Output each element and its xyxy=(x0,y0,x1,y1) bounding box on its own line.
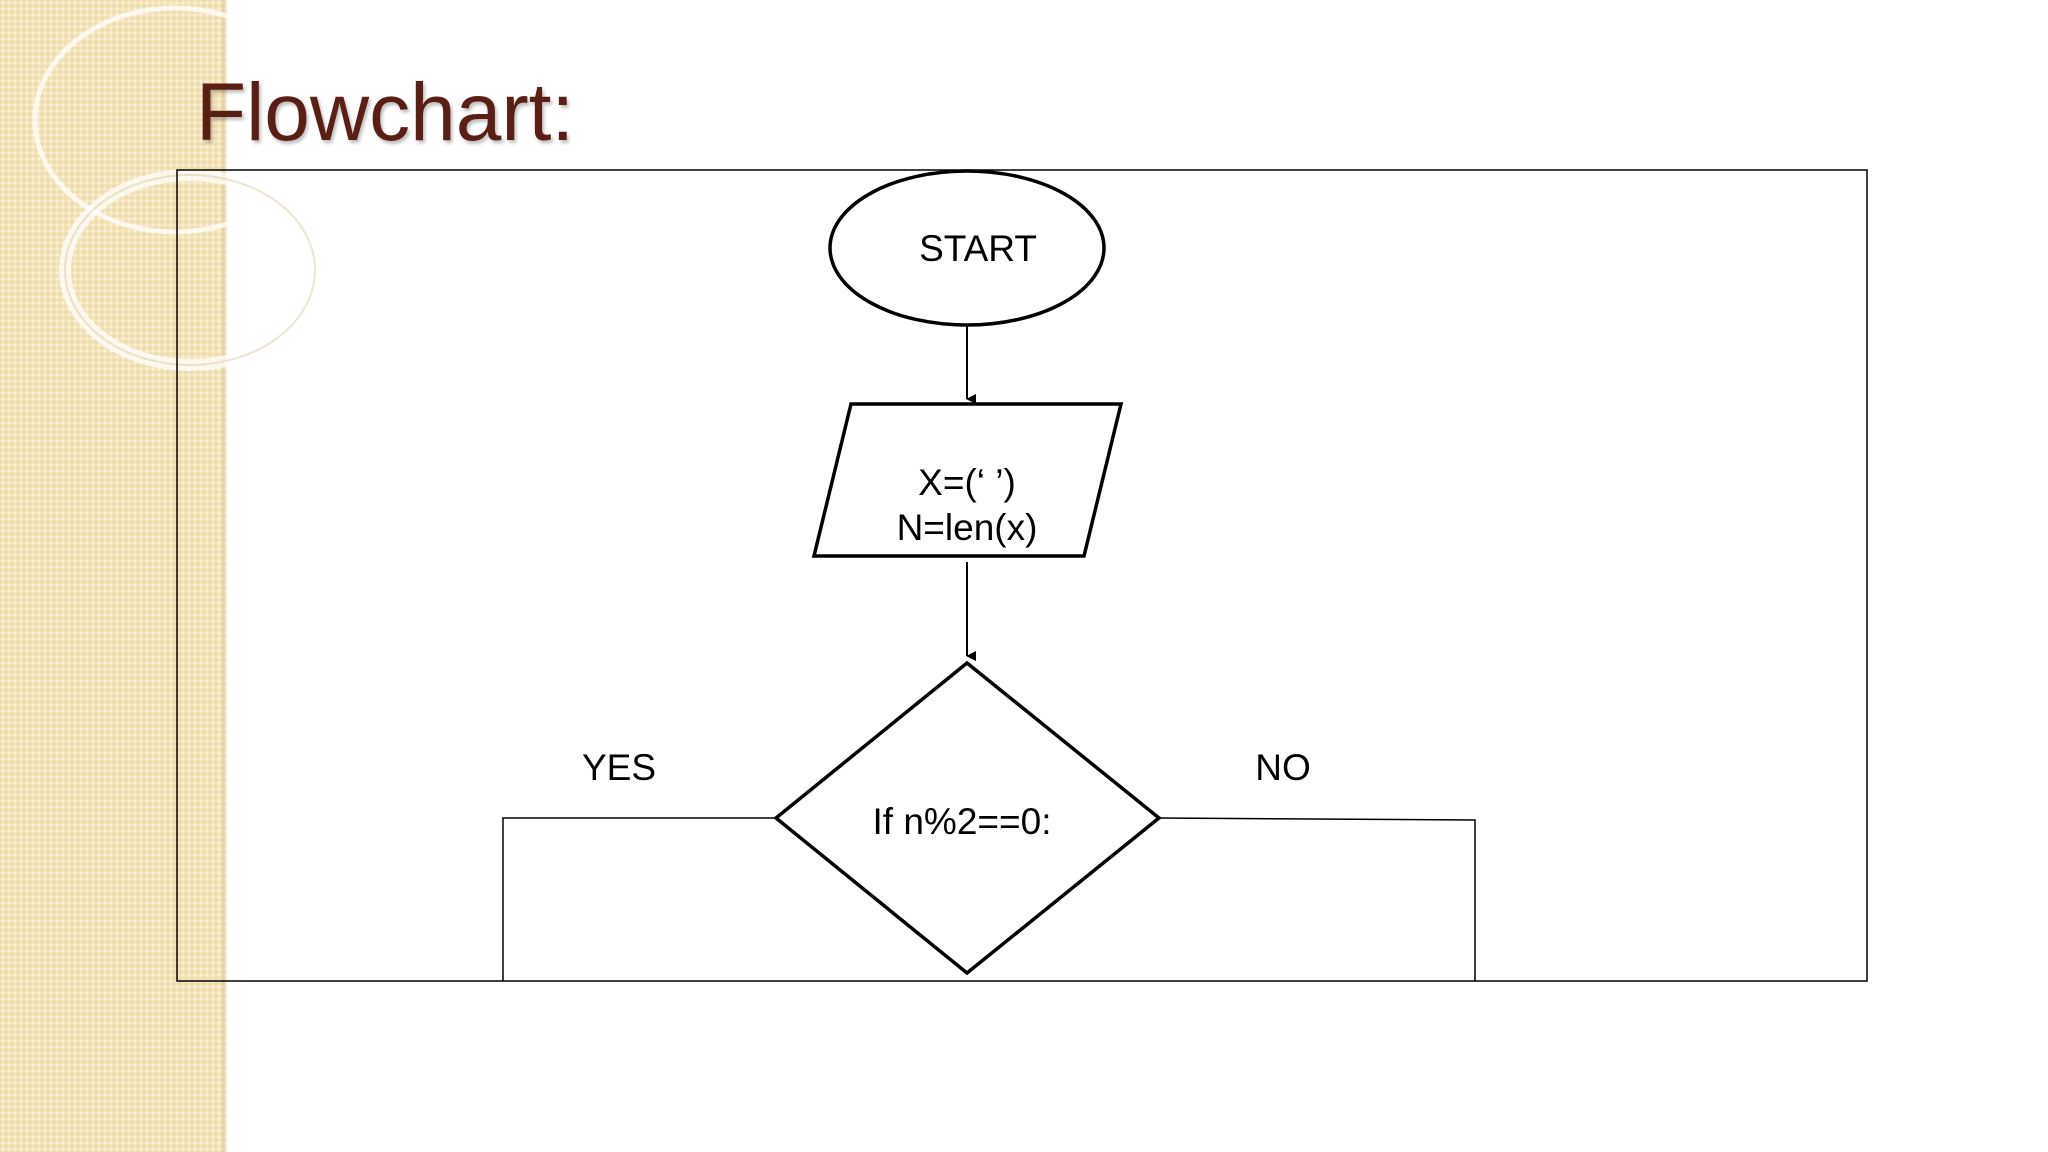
ring-large xyxy=(32,5,318,235)
ring-small xyxy=(59,169,320,371)
yes-label: YES xyxy=(582,747,656,788)
diagram-frame xyxy=(176,169,1868,982)
slide-title: Flowchart: xyxy=(196,67,575,158)
input-line-2: N=len(x) xyxy=(897,507,1038,548)
start-label: START xyxy=(919,228,1037,269)
ring-small-shadow xyxy=(64,174,316,366)
no-label: NO xyxy=(1255,747,1311,788)
yes-branch-line xyxy=(502,817,776,981)
input-line-1: X=(‘ ’) xyxy=(918,462,1016,503)
no-branch-line xyxy=(1158,817,1476,981)
decision-diamond xyxy=(773,660,1162,976)
input-parallelogram xyxy=(811,402,1124,558)
decision-label: If n%2==0: xyxy=(873,801,1052,842)
side-band-edge xyxy=(222,0,228,1152)
decorative-rings xyxy=(32,5,320,371)
